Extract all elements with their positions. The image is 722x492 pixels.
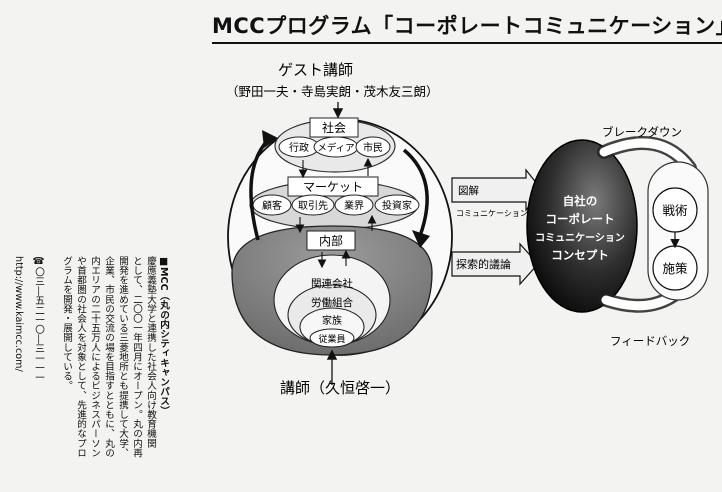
concept-line: コミュニケーション (535, 232, 625, 244)
ring-employees (309, 328, 355, 348)
sidebar-line: 内エリアの二十五万人によるビジネスパーソン (89, 256, 100, 458)
sidebar-url[interactable]: http://www.kaimcc.com/ (13, 256, 24, 372)
ring-label: 従業員 (318, 333, 345, 345)
sidebar-line: グラムを開発・展開している。 (61, 256, 72, 391)
sidebar-line: や首都圏の社会人を対象として、先進的なプロ (75, 256, 86, 458)
right-cycle-arrow (402, 148, 429, 237)
sidebar-heading: ■MCC（丸の内シティキャンパス） (158, 256, 169, 416)
feedback-label: フィードバック (610, 334, 690, 348)
sidebar-line: として、二〇〇一年四月にオープン。丸の内再 (131, 256, 142, 458)
internal-label-box (306, 230, 356, 251)
sidebar-line: 開発を進めている三菱地所とも提携して大学、 (117, 256, 128, 458)
tansaku-block-arrow (451, 242, 539, 286)
left-cycle-arrowhead (262, 130, 278, 148)
measure-label: 施策 (662, 261, 688, 276)
society-item: 市民 (363, 141, 383, 154)
breakdown-label: ブレークダウン (602, 125, 682, 139)
market-label: マーケット (303, 180, 363, 194)
concept-line: 自社の (563, 194, 598, 208)
zukai-sub-label: コミュニケーション (456, 209, 528, 218)
society-item: メディア (317, 142, 354, 154)
society-label: 社会 (322, 120, 346, 135)
ring-label: 関連会社 (311, 277, 353, 290)
concept-sphere (526, 139, 638, 313)
market-item: 投資家 (382, 199, 412, 212)
guest-names: （野田一夫・寺島実朗・茂木友三朗） (226, 84, 439, 99)
strategy-label: 戦術 (662, 203, 687, 218)
page-title: MCCプログラム「コーポレートコミュニケーション」 (212, 10, 722, 44)
market-item-oval (334, 194, 374, 216)
society-item-oval (355, 136, 391, 158)
market-item: 取引先 (298, 200, 328, 212)
market-label-box (287, 176, 379, 197)
lecturer-label: 講師（久恒啓一） (280, 379, 400, 397)
market-item-oval (374, 194, 420, 216)
sidebar-line: 慶應義塾大学と連携した社会人向け教育機関 (145, 256, 156, 448)
market-item: 顧客 (262, 199, 282, 212)
concept-line: コーポレート (546, 212, 615, 226)
ring-label: 家族 (322, 314, 342, 327)
internal-label: 内部 (319, 233, 343, 248)
sidebar-phone: ☎〇三―五二一〇―三一一一 (33, 256, 44, 383)
concept-line: コンセプト (551, 248, 609, 262)
sidebar-line: 企業、市民の交流の場を目指すとともに、丸の (103, 256, 114, 458)
society-item: 行政 (289, 141, 309, 154)
breakdown-arrow-inner (599, 138, 695, 173)
ring-label: 労働組合 (311, 296, 353, 309)
guest-label: ゲスト講師 (278, 61, 353, 79)
right-cycle-arrowhead (412, 230, 430, 248)
market-item-oval (291, 194, 335, 216)
market-item: 業界 (344, 199, 364, 212)
zukai-label: 図解 (458, 184, 479, 197)
tansaku-label: 探索的議論 (456, 257, 511, 271)
left-cycle-arrow (249, 138, 270, 241)
